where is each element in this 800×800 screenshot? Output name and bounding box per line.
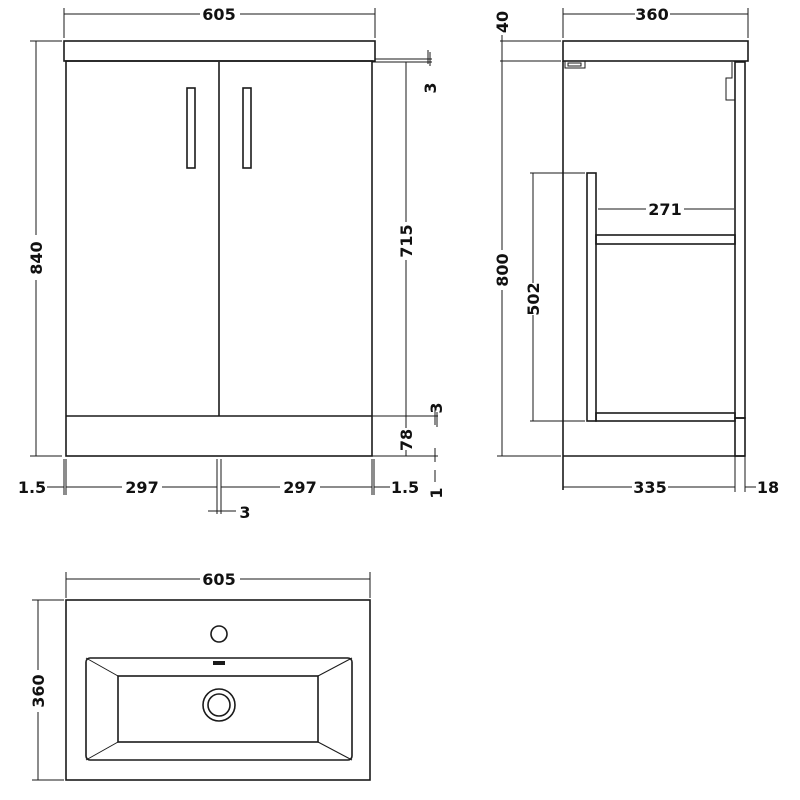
side-panel — [586, 172, 597, 422]
basin-bowl-floor — [117, 675, 319, 743]
dim-carcass-depth: 335 — [633, 478, 666, 497]
dim-front-height: 840 — [27, 241, 46, 274]
dim-door-gap: 3 — [239, 503, 250, 522]
side-bracket — [564, 60, 586, 69]
dim-right-margin: 1.5 — [391, 478, 419, 497]
dim-top-depth: 360 — [29, 674, 48, 707]
dim-left-door-width: 297 — [125, 478, 158, 497]
side-base-shelf — [595, 412, 736, 422]
dim-side-depth: 360 — [635, 5, 668, 24]
basin-bowl — [85, 657, 353, 761]
dim-top-width: 605 — [202, 570, 235, 589]
dim-top-thickness: 40 — [493, 11, 512, 33]
side-shelf — [595, 234, 736, 245]
dim-door-thickness: 18 — [757, 478, 779, 497]
front-countertop — [63, 40, 376, 62]
dim-floor-gap: 1 — [427, 487, 446, 498]
basin-outline — [65, 599, 371, 781]
waste-outer-icon — [202, 688, 236, 722]
dim-top-gap: 3 — [421, 82, 440, 93]
dim-panel-height: 502 — [524, 282, 543, 315]
right-door-handle — [242, 87, 252, 169]
dim-door-height: 715 — [397, 224, 416, 257]
side-view: 360 40 800 502 271 335 18 — [493, 5, 779, 497]
dim-shelf-depth: 271 — [648, 200, 681, 219]
dim-bottom-gap: 3 — [427, 402, 446, 413]
dim-carcass-height: 800 — [493, 253, 512, 286]
left-door-handle — [186, 87, 196, 169]
side-countertop — [562, 40, 749, 62]
dim-left-margin: 1.5 — [18, 478, 46, 497]
overflow-slot — [213, 661, 225, 665]
front-carcass — [65, 60, 373, 457]
tap-hole-icon — [210, 625, 228, 643]
dim-plinth-height: 78 — [397, 429, 416, 451]
waste-inner-icon — [207, 693, 231, 717]
dim-right-door-width: 297 — [283, 478, 316, 497]
front-view: 605 840 715 3 3 78 1 1.5 297 297 1.5 3 — [18, 5, 446, 522]
side-door-profile — [734, 61, 746, 419]
dim-front-width: 605 — [202, 5, 235, 24]
top-view: 605 360 — [29, 570, 371, 781]
